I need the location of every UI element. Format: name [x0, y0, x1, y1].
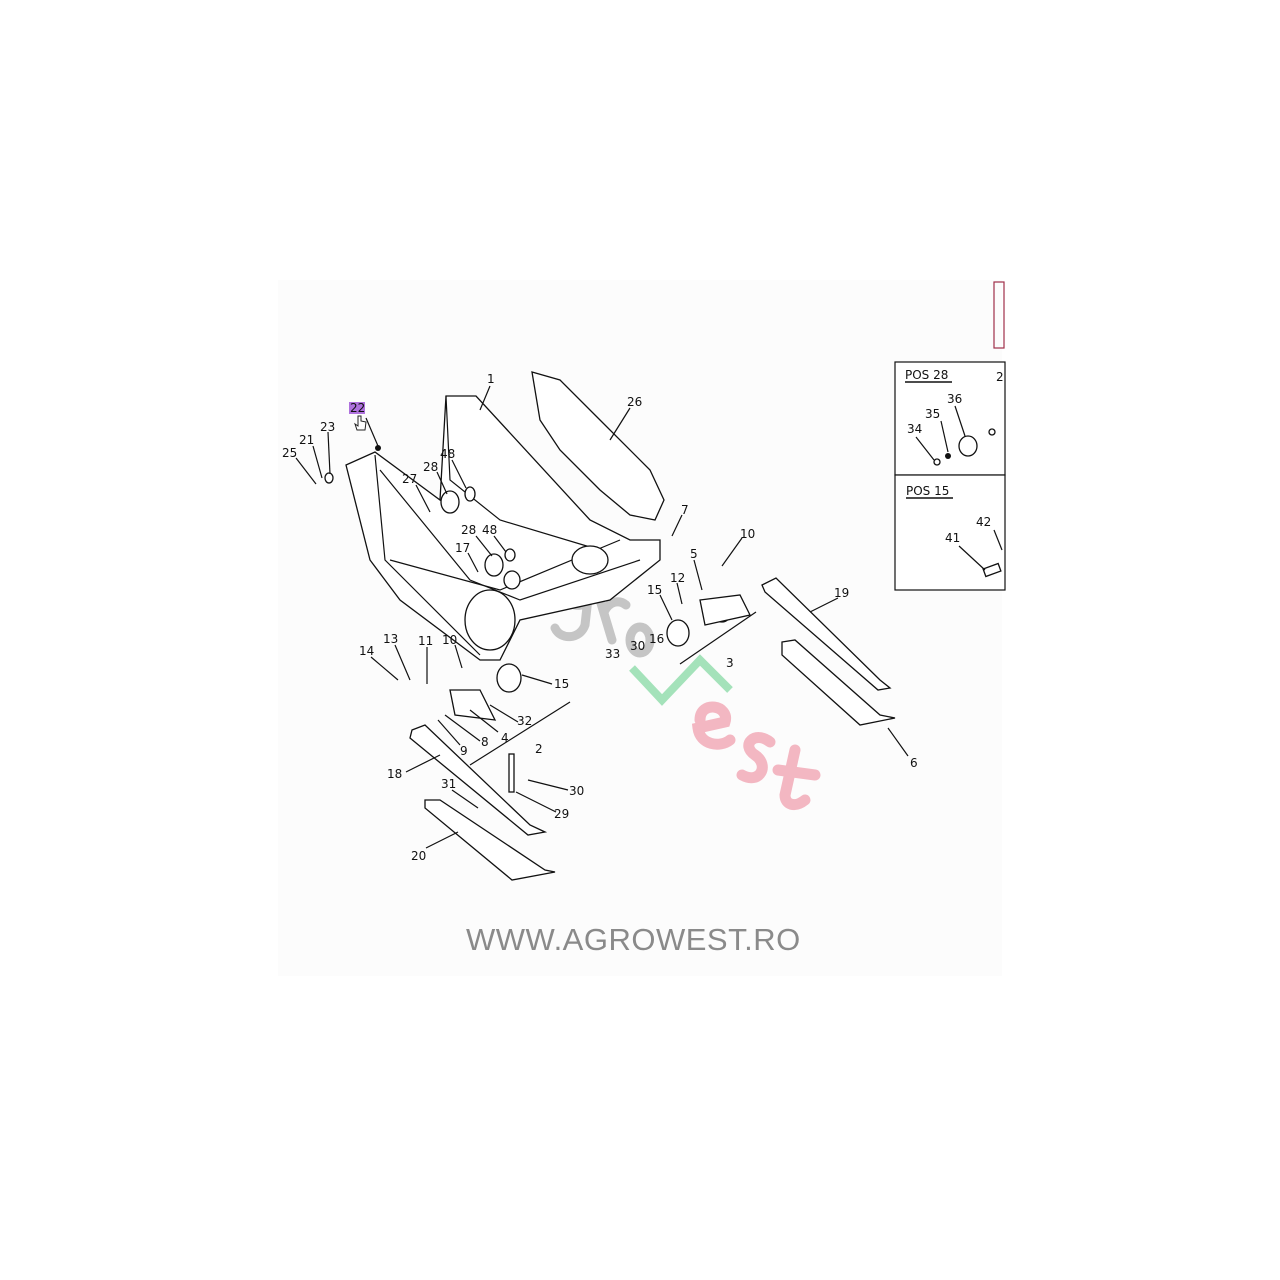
website-url[interactable]: WWW.AGROWEST.RO: [466, 922, 801, 957]
watermark-t-mark: [772, 744, 821, 811]
part-label[interactable]: 48: [482, 523, 497, 537]
part-label[interactable]: 9: [460, 744, 468, 758]
part-label[interactable]: 17: [455, 541, 470, 555]
part-label[interactable]: 35: [925, 407, 940, 421]
part-label[interactable]: 19: [834, 586, 849, 600]
part-label[interactable]: 42: [976, 515, 991, 529]
part-label[interactable]: 29: [554, 807, 569, 821]
inset-pos15: POS 15 42 41: [894, 474, 1006, 591]
part-label[interactable]: 27: [402, 472, 417, 486]
watermark-e-mark: [691, 701, 736, 750]
part-label[interactable]: 36: [947, 392, 962, 406]
watermark-w-mark: [629, 654, 733, 706]
part-label[interactable]: 10: [740, 527, 755, 541]
part-label[interactable]: 15: [647, 583, 662, 597]
part-label[interactable]: 28: [461, 523, 476, 537]
part-29-bolt: [508, 753, 515, 793]
part-label[interactable]: 11: [418, 634, 433, 648]
part-label[interactable]: 18: [387, 767, 402, 781]
inset-pos28: POS 28 36 35 34 2: [894, 361, 1006, 476]
part-label[interactable]: 14: [359, 644, 374, 658]
watermark-o-mark: [625, 622, 655, 658]
highlight-label-22[interactable]: [349, 402, 365, 414]
part-label[interactable]: 28: [423, 460, 438, 474]
part-label[interactable]: 10: [442, 633, 457, 647]
part-label[interactable]: 1: [487, 372, 495, 386]
part-label[interactable]: 5: [690, 547, 698, 561]
part-label[interactable]: 23: [320, 420, 335, 434]
inset-title: POS 15: [906, 484, 949, 498]
part-label[interactable]: 6: [910, 756, 918, 770]
part-label[interactable]: 34: [907, 422, 922, 436]
leader-lines: [295, 385, 909, 849]
part-label[interactable]: 3: [726, 656, 734, 670]
part-label[interactable]: 30: [569, 784, 584, 798]
hand-cursor-icon: [354, 415, 367, 431]
part-labels: 1 26 22 23 21 25 27 28 48 28 48 17 7 10 …: [282, 372, 918, 863]
part-label-highlighted[interactable]: 22: [350, 401, 365, 415]
part-label[interactable]: 48: [440, 447, 455, 461]
part-label[interactable]: 32: [517, 714, 532, 728]
watermark-r-mark: [595, 595, 631, 645]
part-label[interactable]: 21: [299, 433, 314, 447]
part-label[interactable]: 13: [383, 632, 398, 646]
part-label[interactable]: 7: [681, 503, 689, 517]
part-label[interactable]: 30: [630, 639, 645, 653]
part-label[interactable]: 33: [605, 647, 620, 661]
part-label[interactable]: 31: [441, 777, 456, 791]
rollers: [324, 445, 732, 693]
part-label[interactable]: 20: [411, 849, 426, 863]
part-label[interactable]: 2: [996, 370, 1004, 384]
part-label[interactable]: 8: [481, 735, 489, 749]
watermark-s-mark: [736, 732, 776, 783]
part-26-cover: [531, 371, 665, 521]
inset-title: POS 28: [905, 368, 948, 382]
main-frame: [345, 395, 661, 661]
part-2-bracket: [449, 689, 497, 721]
part-label[interactable]: 15: [554, 677, 569, 691]
part-20-skid: [424, 799, 556, 881]
part-label[interactable]: 25: [282, 446, 297, 460]
part-18-skid: [409, 724, 548, 836]
part-label[interactable]: 4: [501, 731, 509, 745]
part-6-skid: [781, 639, 896, 726]
part-label[interactable]: 12: [670, 571, 685, 585]
part-19-skid: [761, 577, 892, 691]
part-label[interactable]: 26: [627, 395, 642, 409]
cropped-box: [993, 281, 1005, 349]
part-label[interactable]: 2: [535, 742, 543, 756]
part-3-bracket: [699, 594, 751, 626]
part-label[interactable]: 16: [649, 632, 664, 646]
part-label[interactable]: 41: [945, 531, 960, 545]
